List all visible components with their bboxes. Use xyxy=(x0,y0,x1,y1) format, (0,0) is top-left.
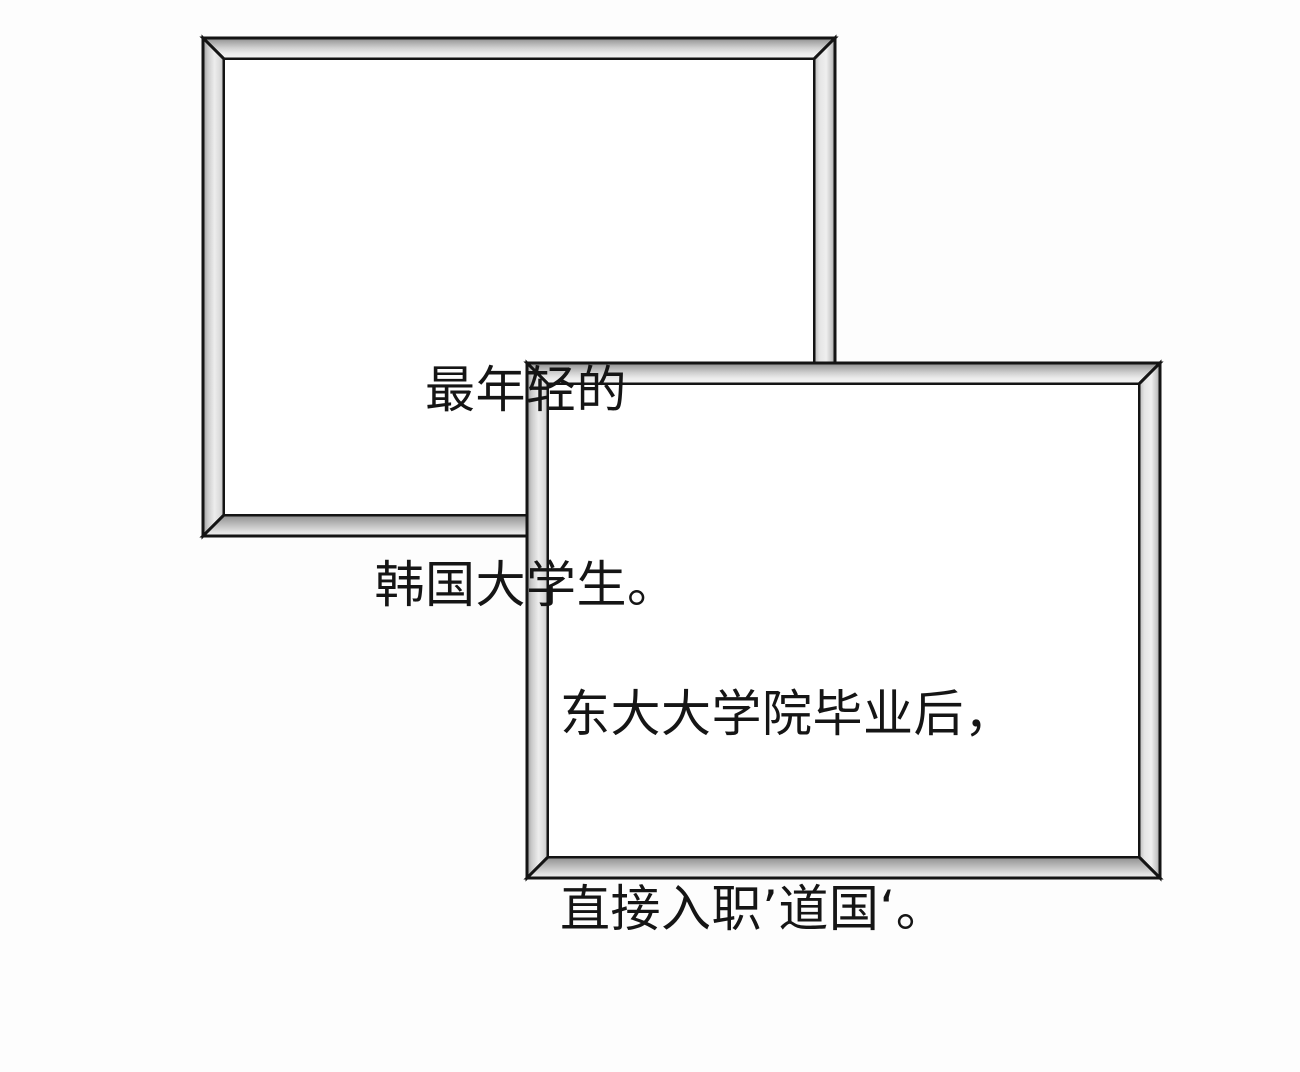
comic-page: 最年轻的 韩国大学生。 东大大学院毕业后， 直接入职’道国‘。 xyxy=(199,34,1164,938)
panel-frames xyxy=(199,34,1164,882)
panel-2-frame xyxy=(523,359,1164,882)
panel-1-text-line-2: 韩国大学生。 xyxy=(374,556,678,614)
panel-1-text: 最年轻的 韩国大学生。 xyxy=(236,228,816,748)
panel-1-text-line-1: 最年轻的 xyxy=(425,361,627,419)
panel-2-text-line-1: 东大大学院毕业后， xyxy=(560,685,1015,743)
panel-2-text: 东大大学院毕业后， 直接入职’道国‘。 xyxy=(560,552,1140,1072)
panel-2-text-line-2: 直接入职’道国‘。 xyxy=(560,880,947,938)
